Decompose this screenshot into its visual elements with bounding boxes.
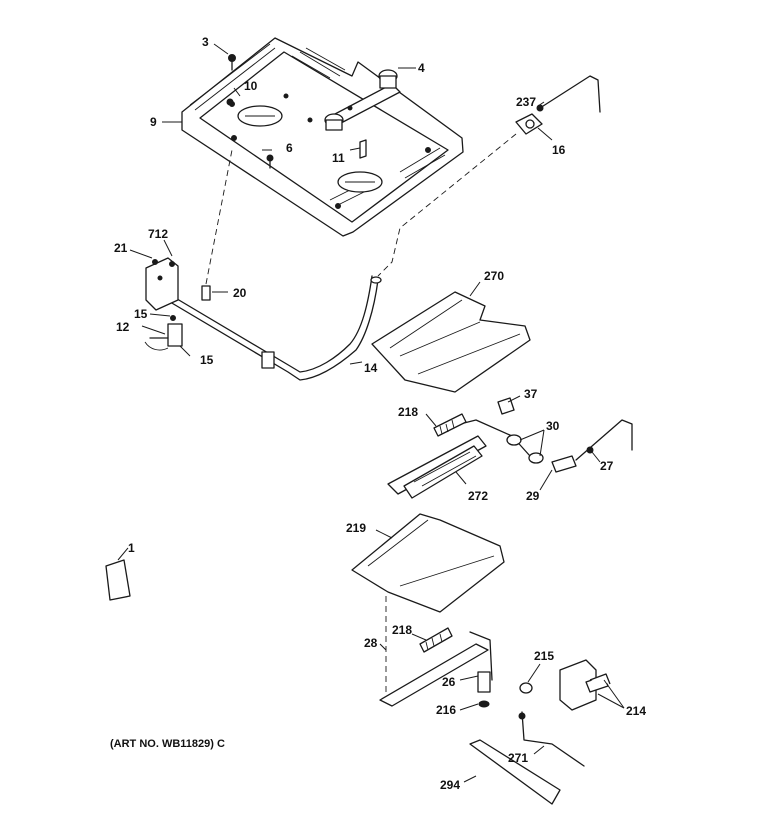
screw bbox=[266, 154, 274, 169]
electrode bbox=[515, 75, 601, 135]
ignitor-assembly bbox=[324, 69, 401, 131]
callout-219: 219 bbox=[346, 521, 366, 535]
art-number-caption: (ART NO. WB11829) C bbox=[110, 738, 225, 750]
callout-218b: 218 bbox=[392, 623, 412, 637]
callout-712: 712 bbox=[148, 227, 168, 241]
callout-10: 10 bbox=[244, 79, 258, 93]
callout-270: 270 bbox=[484, 269, 504, 283]
callout-214: 214 bbox=[626, 704, 646, 718]
callout-216: 216 bbox=[436, 703, 456, 717]
gas-valve bbox=[144, 323, 183, 351]
callout-237: 237 bbox=[516, 95, 536, 109]
callout-1: 1 bbox=[128, 541, 135, 555]
safety-valve bbox=[559, 659, 611, 711]
callout-12: 12 bbox=[116, 320, 130, 334]
oven-burner bbox=[379, 627, 493, 708]
baffle bbox=[351, 513, 505, 613]
callout-27: 27 bbox=[600, 459, 614, 473]
bake-burner bbox=[387, 435, 487, 499]
screw bbox=[228, 54, 236, 71]
callout-9: 9 bbox=[150, 115, 157, 129]
leader-lines bbox=[117, 43, 625, 783]
callout-11: 11 bbox=[332, 151, 345, 165]
callout-26: 26 bbox=[442, 675, 456, 689]
nut bbox=[226, 98, 234, 106]
callout-29: 29 bbox=[526, 489, 540, 503]
spring-bracket bbox=[433, 413, 467, 437]
callout-215: 215 bbox=[534, 649, 554, 663]
shield-panel bbox=[371, 291, 531, 393]
callout-28: 28 bbox=[364, 636, 378, 650]
clip bbox=[359, 139, 367, 159]
ignitor-tube bbox=[518, 682, 585, 767]
screw bbox=[170, 315, 176, 321]
callout-3: 3 bbox=[202, 35, 209, 49]
screw bbox=[169, 261, 175, 267]
air-shutter bbox=[459, 419, 633, 473]
callout-16: 16 bbox=[552, 143, 566, 157]
callout-294: 294 bbox=[440, 778, 460, 792]
callout-37: 37 bbox=[524, 387, 538, 401]
callout-6: 6 bbox=[286, 141, 293, 155]
literature-sheet bbox=[105, 559, 131, 601]
shield-bracket bbox=[469, 739, 561, 805]
callout-271: 271 bbox=[508, 751, 528, 765]
screw bbox=[152, 259, 158, 265]
callout-14: 14 bbox=[364, 361, 378, 375]
callout-4: 4 bbox=[418, 61, 425, 75]
callout-21: 21 bbox=[114, 241, 128, 255]
manifold-pipe bbox=[159, 275, 382, 381]
callout-15a: 15 bbox=[134, 307, 148, 321]
callout-20: 20 bbox=[233, 286, 247, 300]
orifice bbox=[201, 285, 211, 301]
callout-218a: 218 bbox=[398, 405, 418, 419]
valve-bracket bbox=[145, 257, 179, 311]
callout-30: 30 bbox=[546, 419, 560, 433]
clip bbox=[497, 397, 515, 415]
callout-15b: 15 bbox=[200, 353, 214, 367]
callout-272: 272 bbox=[468, 489, 488, 503]
